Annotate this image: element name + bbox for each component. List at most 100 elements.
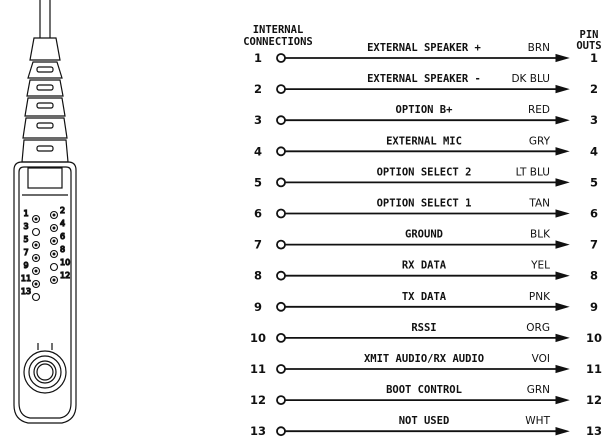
internal-connection-number: 11 <box>250 362 266 376</box>
connector-pin <box>49 210 59 220</box>
terminal-circle <box>276 270 286 281</box>
arrow-head-icon <box>555 116 570 125</box>
connector-pin-label: 11 <box>21 274 31 283</box>
connector-pin-center <box>34 269 38 273</box>
pinout-number: 10 <box>586 331 602 345</box>
arrow-head-icon <box>555 333 570 343</box>
connector-pin <box>31 227 41 237</box>
arrow-head-icon <box>555 147 570 156</box>
connector-pin <box>49 223 59 233</box>
wire-color: VOI <box>532 353 550 365</box>
wire-color: ORG <box>526 322 550 334</box>
arrow-head-icon <box>555 364 570 374</box>
arrow-head-icon <box>555 209 570 218</box>
connector-pin-center <box>34 243 38 247</box>
strain-relief <box>21 37 69 163</box>
connector-pin-label: 6 <box>60 232 65 241</box>
internal-connection-number: 6 <box>254 207 262 221</box>
internal-connection-number: 7 <box>254 238 262 252</box>
connector-pin-center <box>52 213 56 217</box>
connector-pin <box>31 292 41 302</box>
terminal-circle <box>276 84 286 94</box>
arrow-head-icon <box>555 178 570 187</box>
terminal-circle <box>276 146 286 157</box>
pinout-number: 12 <box>586 393 602 407</box>
signal-name: XMIT AUDIO/RX AUDIO <box>364 353 484 365</box>
connector-pin-center <box>52 278 56 282</box>
connector-pin-label: 12 <box>60 271 70 280</box>
signal-name: OPTION SELECT 2 <box>377 166 472 178</box>
connector-pin <box>31 214 41 224</box>
internal-header-line2: CONNECTIONS <box>243 36 313 48</box>
wire-color: GRY <box>529 135 551 147</box>
connector-pin-label: 1 <box>23 209 28 218</box>
arrow-head-icon <box>555 395 570 405</box>
connector-pin <box>49 262 59 272</box>
signal-name: EXTERNAL MIC <box>386 135 462 147</box>
connector-pin-label: 3 <box>23 222 28 231</box>
internal-connection-number: 2 <box>254 82 262 96</box>
signal-name: BOOT CONTROL <box>386 384 462 396</box>
arrow-head-icon <box>555 302 570 311</box>
connector-pin-center <box>34 282 38 286</box>
pinout-number: 11 <box>586 362 602 376</box>
pinouts-header-line1: PIN <box>580 29 599 41</box>
pinout-number: 3 <box>590 113 598 127</box>
connector-pin-label: 8 <box>60 245 65 254</box>
pinout-number: 4 <box>590 144 598 158</box>
pinout-number: 2 <box>590 82 598 96</box>
connector-pin <box>49 249 59 259</box>
connector-pin-label: 7 <box>23 248 28 257</box>
wire-color: BRN <box>528 42 550 54</box>
wire-row: 12 BOOT CONTROL GRN 12 <box>250 384 602 407</box>
internal-connection-number: 12 <box>250 393 266 407</box>
signal-name: GROUND <box>405 229 443 241</box>
pinout-number: 1 <box>590 51 598 65</box>
arrow-head-icon <box>555 427 570 436</box>
pinouts-header-line2: OUTS <box>576 40 601 52</box>
terminal-circle <box>276 332 286 343</box>
signal-name: EXTERNAL SPEAKER - <box>367 73 481 85</box>
connector-pin <box>31 279 41 289</box>
wire-color: DK BLU <box>511 73 550 85</box>
wire-color: WHT <box>525 415 550 427</box>
pinout-number: 8 <box>590 269 598 283</box>
wire-color: LT BLU <box>516 166 550 178</box>
connector-pin-center <box>52 252 56 256</box>
internal-connection-number: 3 <box>254 113 262 127</box>
connector-pin-label: 13 <box>21 287 31 296</box>
wire-row: 11 XMIT AUDIO/RX AUDIO VOI 11 <box>250 353 602 376</box>
signal-name: OPTION SELECT 1 <box>377 198 472 210</box>
terminal-circle <box>276 53 286 63</box>
connector-pin-label: 10 <box>60 258 70 267</box>
connector-pin <box>31 266 41 276</box>
wire-color: GRN <box>527 384 550 396</box>
pinout-number: 9 <box>590 300 598 314</box>
internal-connection-number: 9 <box>254 300 262 314</box>
internal-header-line1: INTERNAL <box>253 24 304 36</box>
terminal-circle <box>276 395 286 406</box>
connector-pin-center <box>34 256 38 260</box>
wire-color: RED <box>528 104 550 116</box>
internal-connection-number: 5 <box>254 175 262 189</box>
cable <box>39 0 51 38</box>
connector-pin-label: 4 <box>60 219 65 228</box>
wire-color: TAN <box>528 198 550 210</box>
arrow-head-icon <box>555 240 570 249</box>
connector-pin <box>49 236 59 246</box>
wire-color: PNK <box>529 291 551 303</box>
connector-pin <box>31 240 41 250</box>
signal-name: NOT USED <box>399 415 450 427</box>
terminal-circle <box>276 208 286 219</box>
arrow-head-icon <box>555 53 570 63</box>
connector-pin-label: 9 <box>23 261 28 270</box>
